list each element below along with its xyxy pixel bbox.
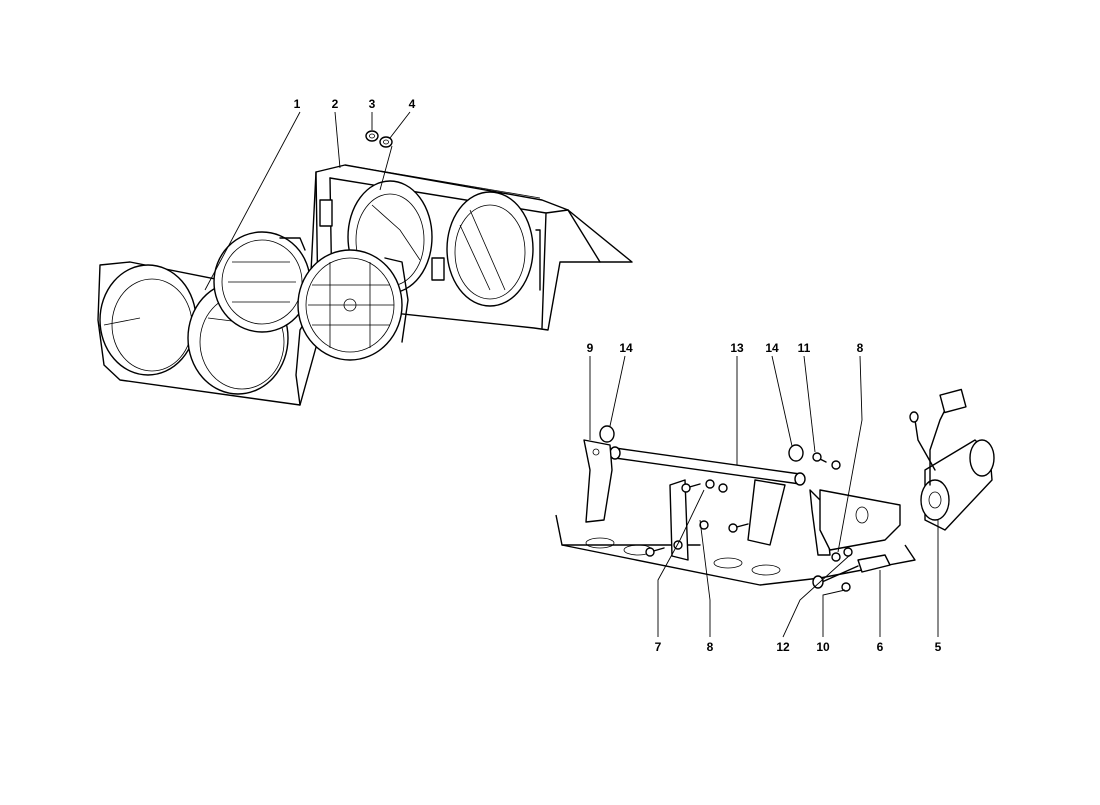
left-bracket (583, 439, 689, 561)
callout-11: 11 (798, 341, 811, 355)
callout-2: 2 (332, 97, 339, 111)
callout-5: 5 (935, 640, 942, 654)
link-rod-part-6 (821, 554, 891, 583)
callout-14-left: 14 (619, 341, 633, 355)
callout-8-bottom: 8 (707, 640, 714, 654)
callout-1: 1 (294, 97, 301, 111)
bolt-part-11 (812, 452, 841, 470)
callout-14-right: 14 (765, 341, 779, 355)
motor-part-5 (909, 388, 995, 531)
callout-3: 3 (369, 97, 376, 111)
callout-labels: 1 2 3 4 9 14 13 14 11 8 7 8 12 10 6 5 (294, 97, 942, 654)
bolt-part-7 (645, 483, 749, 557)
callout-12: 12 (776, 640, 790, 654)
bushing-part-14-right (788, 444, 804, 462)
leader-lines (204, 111, 939, 638)
lift-shaft (609, 446, 806, 486)
headlamp-front (297, 249, 409, 361)
motor-plate (819, 489, 901, 551)
headlamp-rear (213, 231, 311, 333)
bushing-part-14-left (599, 425, 615, 443)
washer-part-4 (379, 136, 393, 148)
callout-7: 7 (655, 640, 662, 654)
callout-10: 10 (816, 640, 830, 654)
nut-part-3 (365, 130, 379, 142)
callout-4: 4 (409, 97, 416, 111)
callout-13: 13 (730, 341, 744, 355)
callout-8-top: 8 (857, 341, 864, 355)
washer-part-10 (812, 547, 853, 592)
callout-6: 6 (877, 640, 884, 654)
callout-9: 9 (587, 341, 594, 355)
